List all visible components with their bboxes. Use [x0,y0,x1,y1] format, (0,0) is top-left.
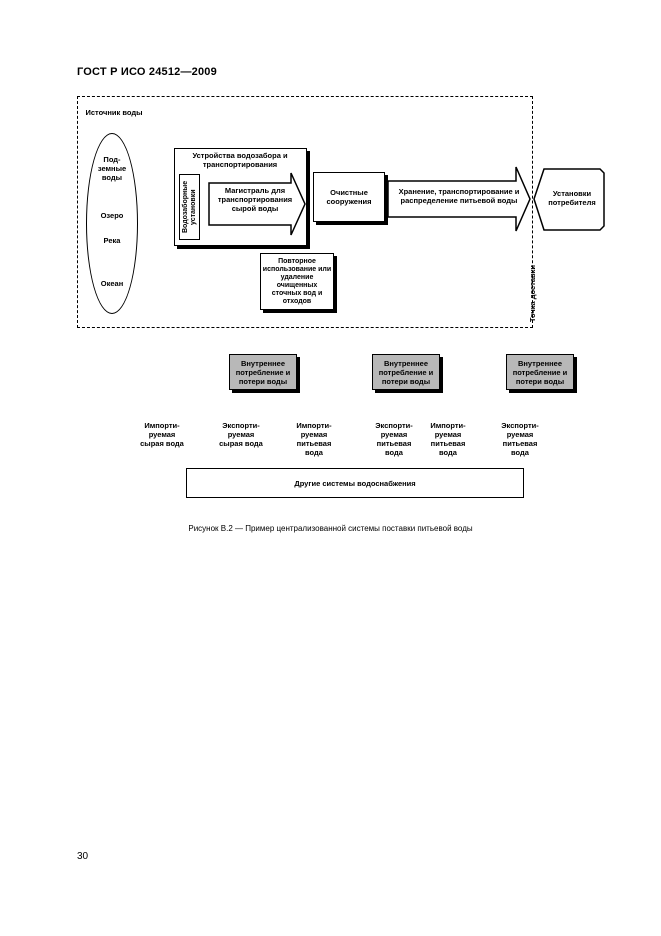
intake-title: Устройства водозабора и транспортировани… [192,151,288,169]
page-number: 30 [77,851,89,862]
figure-caption: Рисунок В.2 — Пример централизованной си… [188,524,473,533]
reuse-label: Повторное использование или удаление очи… [262,257,332,305]
internal-losses-box-2: Внутреннее потребление и потери воды [372,354,440,390]
document-header: ГОСТ Р ИСО 24512—2009 [77,66,217,78]
internal-losses-box-1: Внутреннее потребление и потери воды [229,354,297,390]
treatment-box: Очистные сооружения [313,172,385,222]
raw-main-arrow [208,172,306,236]
source-ocean: Океан [100,279,124,288]
source-lake: Озеро [100,211,124,220]
internal-losses-label-3: Внутреннее потребление и потери воды [512,358,568,386]
internal-losses-label-1: Внутреннее потребление и потери воды [235,358,291,386]
flow-import-potable-2: Импорти-руемая питьевая вода [430,421,466,457]
flow-export-potable-2: Экспорти-руемая питьевая вода [501,421,539,457]
other-systems-box: Другие системы водоснабжения [186,468,524,498]
consumer-shape [533,168,605,231]
source-groundwater: Под-земные воды [97,155,127,182]
delivery-point-label: Точка доставки [527,265,537,323]
system-boundary [77,96,533,328]
flow-import-potable-1: Импорти-руемая питьевая вода [296,421,332,457]
consumer-label: Установки потребителя [548,189,596,207]
treatment-label: Очистные сооружения [326,188,372,206]
distribution-arrow [387,166,531,232]
source-river: Река [103,236,121,245]
delivery-point: Точка доставки [525,265,539,323]
other-systems-label: Другие системы водоснабжения [294,478,416,488]
flow-export-potable-1: Экспорти-руемая питьевая вода [375,421,413,457]
internal-losses-label-2: Внутреннее потребление и потери воды [378,358,434,386]
sources-oval [86,133,138,314]
distribution-label: Хранение, транспортирование и распределе… [398,187,520,205]
flow-import-raw: Импорти-руемая сырая вода [140,421,184,448]
raw-main-label: Магистраль для транспортирования сырой в… [217,186,293,213]
flow-export-raw: Экспорти-руемая сырая вода [219,421,263,448]
source-label: Источник воды [85,108,143,117]
intake-wells-box: Водозаборные установки [179,174,200,240]
reuse-box: Повторное использование или удаление очи… [260,253,334,310]
intake-wells-label: Водозаборные установки [181,180,197,234]
internal-losses-box-3: Внутреннее потребление и потери воды [506,354,574,390]
